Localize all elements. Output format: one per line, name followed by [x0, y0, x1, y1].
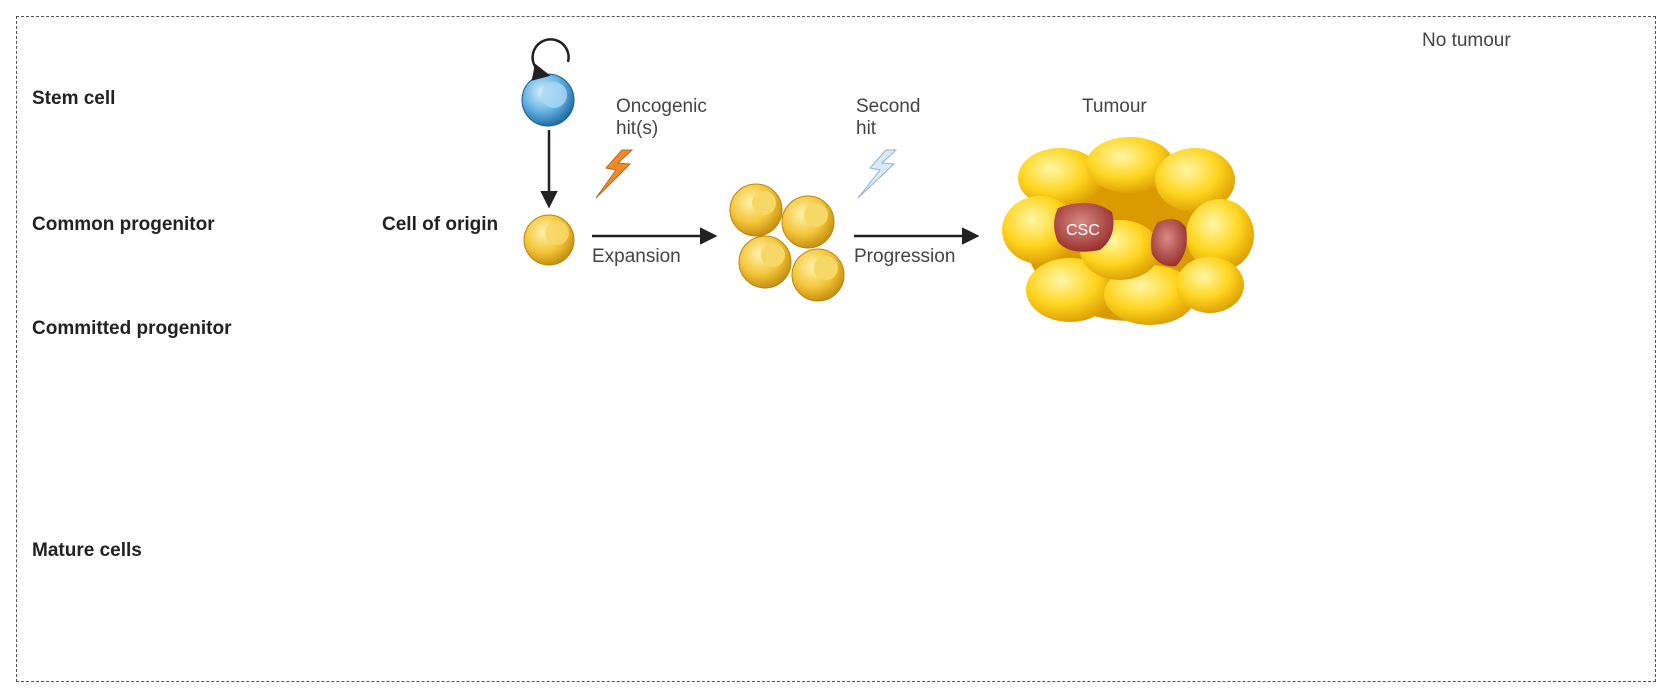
- tumour-mass: [1002, 137, 1254, 325]
- oncogenic-hits-label-line2: hit(s): [616, 118, 659, 139]
- tumour-label: Tumour: [1082, 96, 1147, 117]
- stem-cell: [521, 73, 575, 127]
- oncogenic-hit-bolt-icon: [595, 149, 634, 199]
- row-label-stem-cell: Stem cell: [32, 88, 116, 109]
- row-label-mature-cells: Mature cells: [32, 540, 142, 561]
- expanded-cell-cluster: [729, 183, 845, 302]
- second-hit-bolt-icon: [857, 149, 898, 199]
- oncogenic-hits-label-line1: Oncogenic: [616, 96, 707, 117]
- progression-label: Progression: [854, 246, 956, 267]
- csc-label-tumour: CSC: [1066, 222, 1100, 239]
- no-tumour-label: No tumour: [1422, 30, 1511, 51]
- figure-frame: [16, 16, 1656, 682]
- self-renewal-loop-icon: [531, 38, 570, 81]
- cell-of-origin-label: Cell of origin: [382, 214, 499, 235]
- second-hit-label-line2: hit: [856, 118, 877, 139]
- csc-label-isolated: CSC: [1304, 263, 1338, 280]
- cell-of-origin: [523, 214, 575, 266]
- row-label-common-progenitor: Common progenitor: [32, 214, 215, 235]
- second-hit-label-line1: Second: [856, 96, 921, 117]
- expansion-label: Expansion: [592, 246, 681, 267]
- row-label-committed-progenitor: Committed progenitor: [32, 318, 232, 339]
- csc-label-regrown-tumour: CSC: [1464, 222, 1498, 239]
